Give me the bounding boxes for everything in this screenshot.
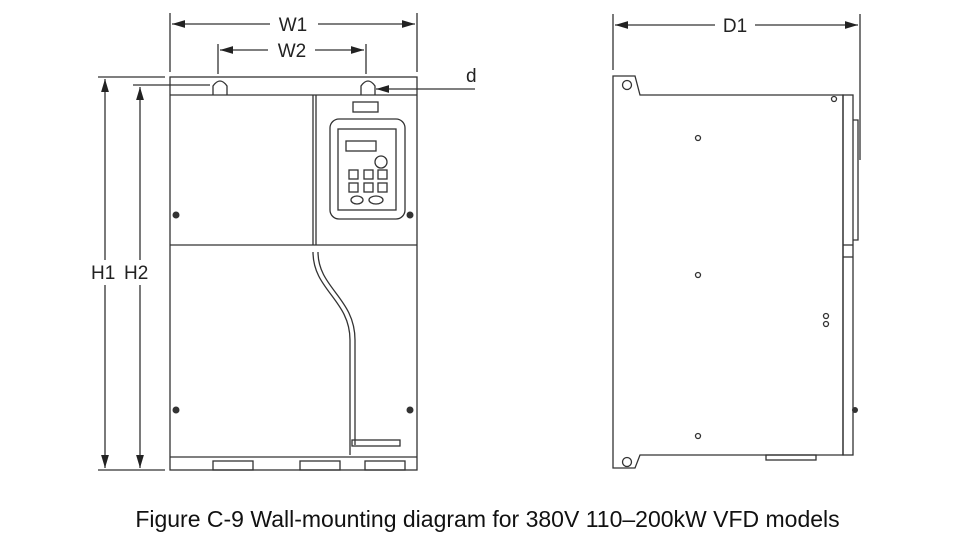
keypad: [329, 118, 406, 220]
figure-caption: Figure C-9 Wall-mounting diagram for 380…: [135, 506, 840, 532]
side-view: [612, 14, 861, 469]
dimension-w1-label: W1: [279, 15, 308, 36]
front-view: [98, 13, 475, 471]
dimension-h1-label: H1: [91, 263, 115, 284]
dimension-w2-label: W2: [278, 41, 307, 62]
dimension-d-label: d: [466, 66, 477, 87]
dimension-h2-label: H2: [124, 263, 148, 284]
dimension-d1-label: D1: [723, 16, 747, 37]
